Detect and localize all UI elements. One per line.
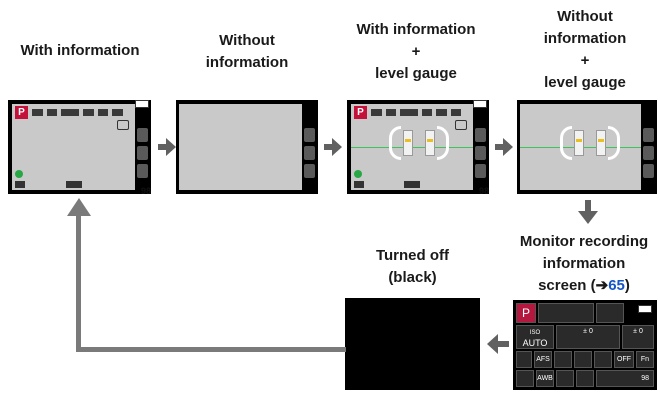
drive-cell — [516, 351, 532, 368]
arrow-right-icon — [158, 138, 176, 156]
arrow-right-icon — [324, 138, 342, 156]
screen-without-information-level-gauge — [517, 100, 657, 194]
label-without-information: Without information — [205, 32, 289, 71]
metering-cell — [554, 351, 572, 368]
aspect-cell — [594, 351, 612, 368]
mode-badge: P — [354, 106, 367, 119]
touch-tabs — [475, 104, 487, 190]
arrow-right-icon — [495, 138, 513, 156]
return-line-vertical — [76, 214, 81, 352]
level-bracket-right — [608, 126, 620, 160]
label-with-information-level-gauge: With information + level gauge — [356, 21, 476, 82]
level-gauge-right — [596, 130, 606, 156]
label-without-information-level-gauge: Without information + level gauge — [543, 8, 627, 91]
quality-cell — [574, 351, 592, 368]
label-with-information: With information — [20, 42, 140, 59]
mode-badge: P — [516, 303, 536, 323]
focus-indicator-icon — [354, 170, 362, 178]
arrow-down-icon — [578, 200, 598, 224]
level-gauge-left — [403, 130, 413, 156]
stabilizer-icon — [455, 120, 467, 130]
battery-icon — [638, 305, 652, 313]
label-monitor-recording-information: Monitor recording information screen (➔6… — [519, 233, 649, 294]
stabilizer-cell — [576, 370, 594, 387]
screen-monitor-recording-information: P ISO AUTO ± 0 ± 0 AFS OFF Fn AWB 98 — [513, 300, 657, 390]
wifi-cell: OFF — [614, 351, 634, 368]
touch-tabs — [304, 104, 316, 190]
level-gauge-left — [574, 130, 584, 156]
mode-badge: P — [15, 106, 28, 119]
touch-tabs — [137, 104, 149, 190]
focus-indicator-icon — [15, 170, 23, 178]
status-icons — [32, 107, 124, 117]
level-gauge-right — [425, 130, 435, 156]
iso-cell: ISO AUTO — [516, 325, 554, 349]
flash-comp-cell: ± 0 — [622, 325, 654, 349]
return-line-horizontal — [76, 347, 346, 352]
label-turned-off: Turned off (black) — [375, 247, 450, 286]
arrow-left-icon — [487, 334, 509, 354]
level-bracket-left — [389, 126, 401, 160]
info-cell-top-1 — [538, 303, 594, 323]
screen-with-information: P 98 — [8, 100, 151, 196]
exposure-icon — [404, 181, 420, 188]
af-cell: AFS — [534, 351, 552, 368]
arrow-up-icon — [67, 198, 91, 216]
touch-tabs — [643, 104, 655, 190]
page-link[interactable]: 65 — [608, 277, 625, 294]
battery-icon — [135, 100, 149, 108]
screen-with-information-level-gauge: P 98 — [347, 100, 489, 196]
status-icons — [371, 107, 461, 117]
card-icon — [354, 181, 364, 188]
info-cell-top-2 — [596, 303, 624, 323]
screen-turned-off — [345, 298, 480, 390]
battery-icon — [473, 100, 487, 108]
count-cell: 98 — [596, 370, 654, 387]
screen-without-information — [176, 100, 318, 194]
card-icon — [15, 181, 25, 188]
exposure-icon — [65, 181, 82, 188]
fn-cell: Fn — [636, 351, 654, 368]
level-bracket-right — [437, 126, 449, 160]
wb-cell: AWB — [536, 370, 554, 387]
style-cell — [516, 370, 534, 387]
shots-remaining: 98 — [140, 186, 151, 196]
stabilizer-icon — [117, 120, 129, 130]
iauto-cell — [556, 370, 574, 387]
level-bracket-left — [560, 126, 572, 160]
exposure-cell: ± 0 — [556, 325, 620, 349]
shots-remaining: 98 — [478, 186, 489, 196]
